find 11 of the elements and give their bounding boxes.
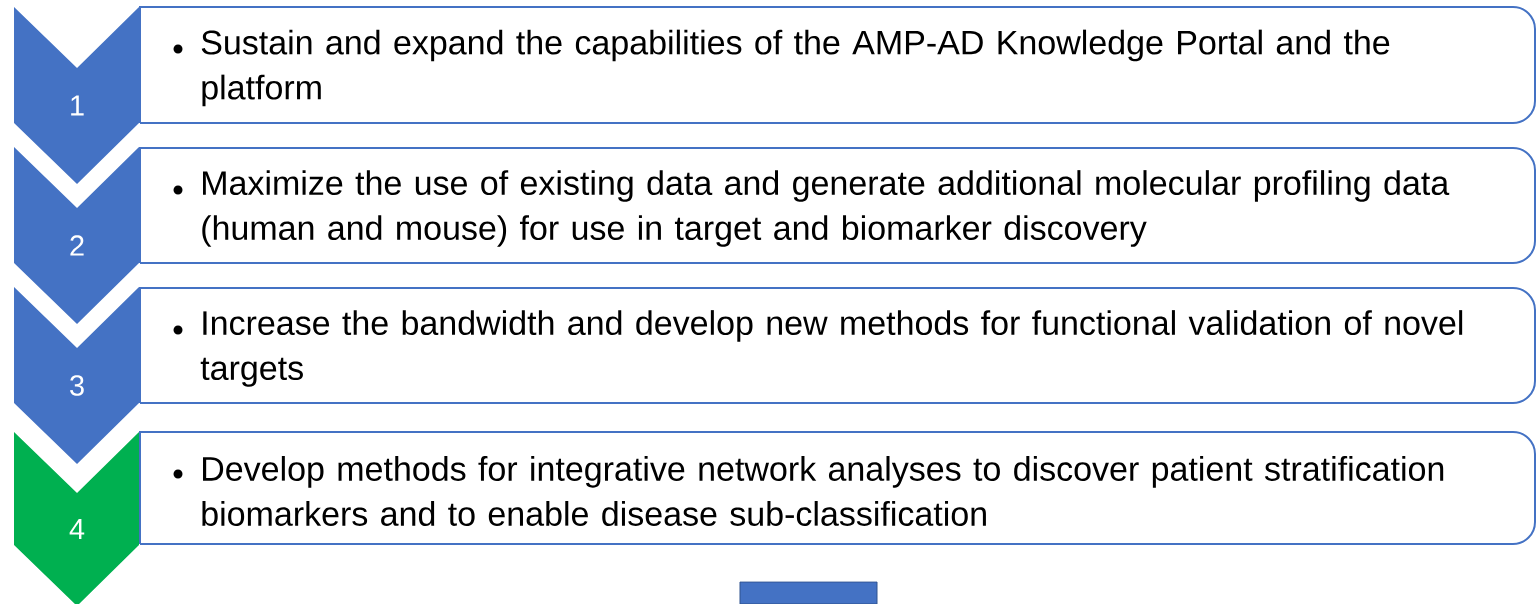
node-label: 1 [71,95,84,116]
text-box: Increase the bandwidth and develop new methods for functional validation of novel targets [139,287,1536,404]
text-box: Sustain and expand the capabilities of the AMP-AD Knowledge Portal and the platform [139,6,1536,124]
text-box: Maximize the use of existing data and generate additional molecular profiling data (human and mouse) for use in target and biomarker discovery [139,147,1536,264]
text-box: Develop methods for integrative network analyses to discover patient stratification biomarkers and to enable disease sub-classification [139,431,1536,545]
node-label: 2 [70,235,84,256]
chevron-step: 4 [14,432,139,604]
chevron-step: 1 [14,7,139,184]
chevron-step: 3 [14,287,139,464]
node-label: 3 [70,375,84,396]
chevron-step: 2 [14,147,139,324]
